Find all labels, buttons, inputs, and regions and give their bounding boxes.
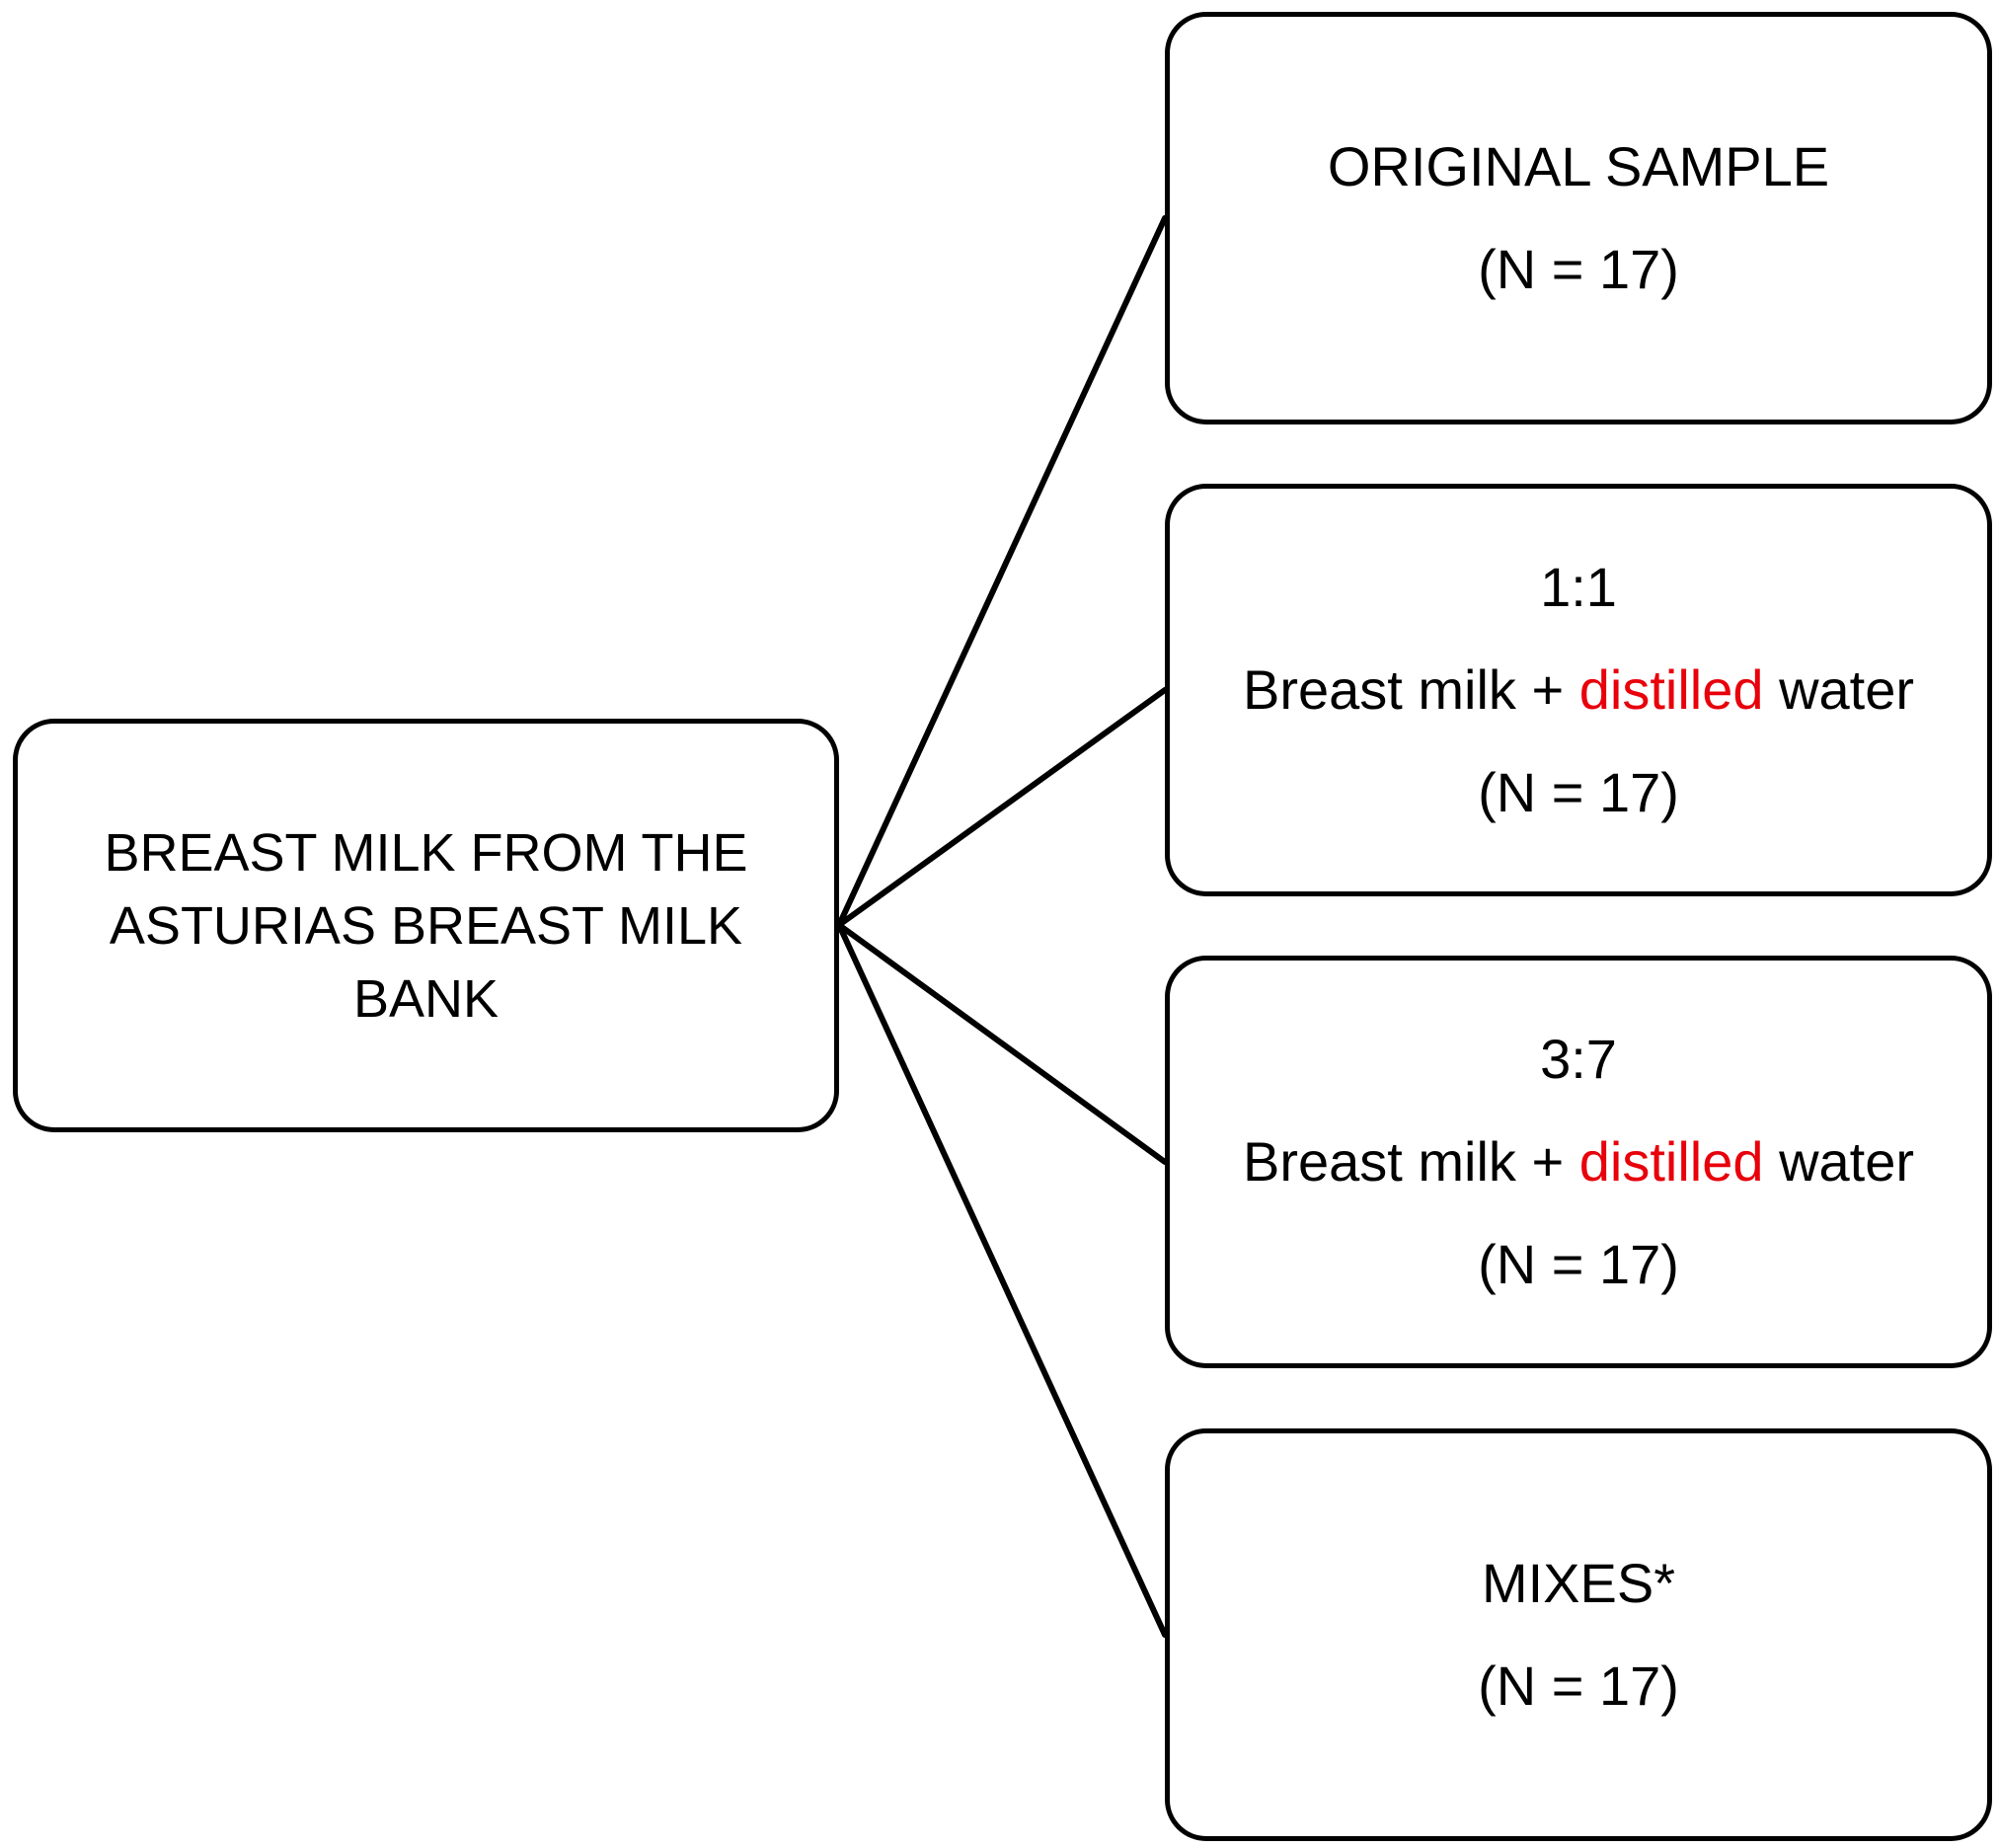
dilution-3-7-description: Breast milk + distilled water <box>1243 1111 1914 1213</box>
dilution-1-1-ratio: 1:1 <box>1540 556 1617 618</box>
dilution-3-7-desc-accent: distilled <box>1578 1130 1764 1193</box>
original-sample-title: ORIGINAL SAMPLE <box>1327 135 1830 197</box>
dilution-3-7-box: 3:7 Breast milk + distilled water (N = 1… <box>1165 956 1992 1368</box>
dilution-3-7-desc-before: Breast milk + <box>1242 1130 1579 1193</box>
source-label: BREAST MILK FROM THE ASTURIAS BREAST MIL… <box>104 822 748 1029</box>
dilution-1-1-desc-after: water <box>1763 658 1915 721</box>
dilution-3-7-ratio: 3:7 <box>1540 1028 1617 1090</box>
original-sample-box: ORIGINAL SAMPLE (N = 17) <box>1165 12 1992 424</box>
dilution-1-1-desc-before: Breast milk + <box>1242 658 1579 721</box>
dilution-3-7-desc-after: water <box>1763 1130 1915 1193</box>
connector-mixes <box>836 922 1168 1638</box>
dilution-1-1-box: 1:1 Breast milk + distilled water (N = 1… <box>1165 484 1992 896</box>
mixes-box: MIXES* (N = 17) <box>1165 1428 1992 1841</box>
mixes-count: (N = 17) <box>1478 1655 1679 1717</box>
source-box: BREAST MILK FROM THE ASTURIAS BREAST MIL… <box>13 719 839 1132</box>
dilution-3-7-count: (N = 17) <box>1478 1233 1679 1295</box>
connector-dilution-3-7 <box>836 922 1168 1165</box>
original-sample-count: (N = 17) <box>1478 238 1679 300</box>
connector-original <box>836 215 1168 928</box>
dilution-1-1-count: (N = 17) <box>1478 761 1679 823</box>
dilution-1-1-desc-accent: distilled <box>1578 658 1764 721</box>
connector-dilution-1-1 <box>836 687 1168 928</box>
mixes-title: MIXES* <box>1481 1552 1676 1614</box>
dilution-1-1-description: Breast milk + distilled water <box>1243 639 1914 741</box>
